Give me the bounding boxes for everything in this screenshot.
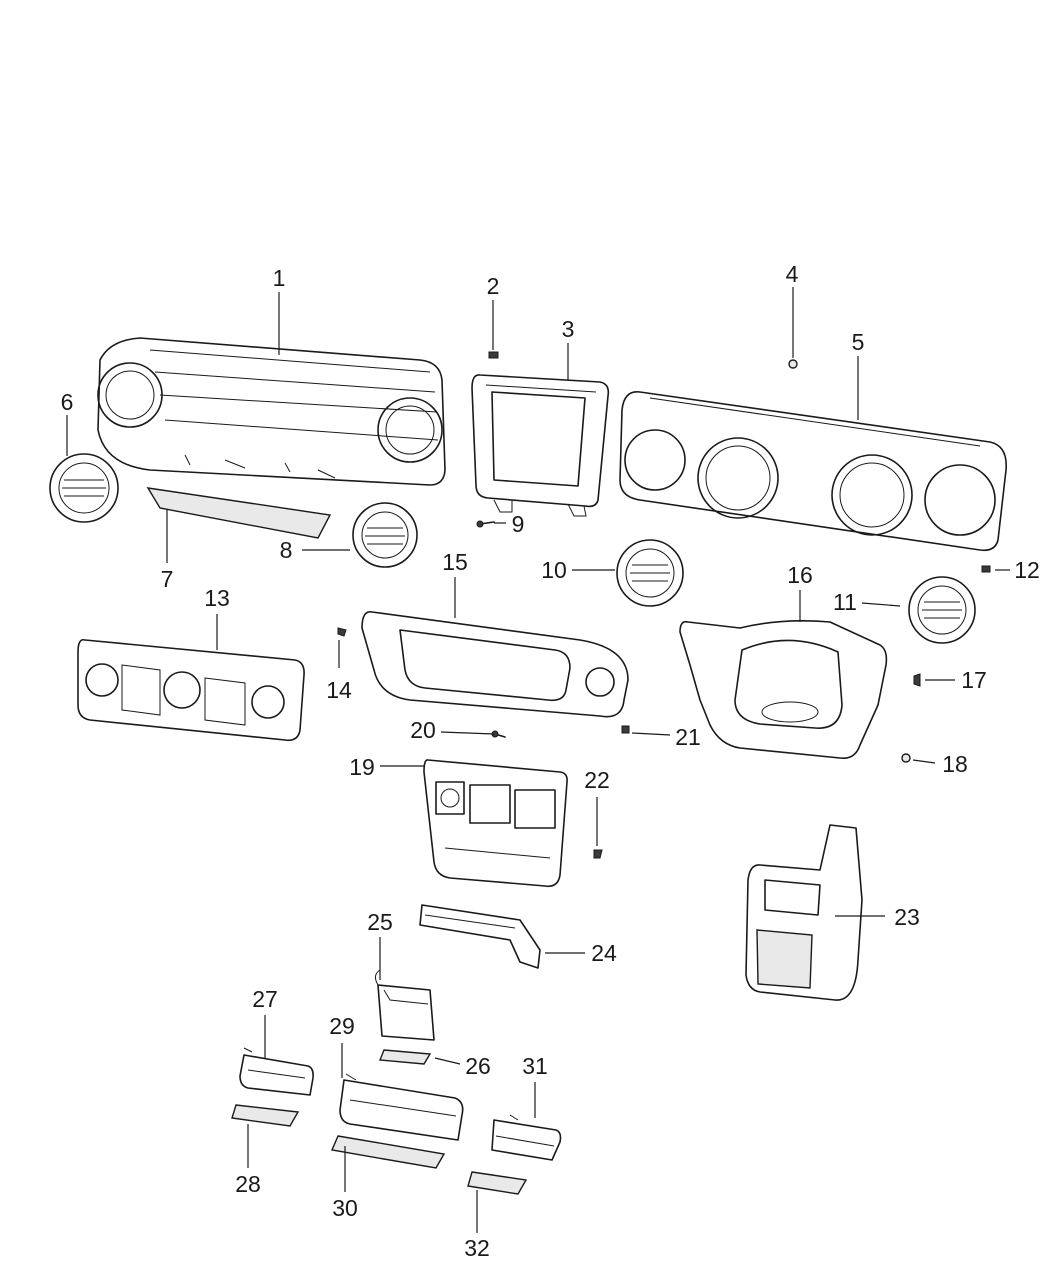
callout-24: 24 [591,940,617,966]
part-9-screw [476,520,495,528]
callout-20: 20 [410,717,436,743]
callout-15: 15 [442,549,468,575]
part-18-nut [901,753,911,763]
callout-12: 12 [1014,557,1040,583]
callout-27: 27 [252,986,278,1012]
part-2-clip [488,351,499,359]
part-23-knee-panel [745,824,863,1001]
part-22-clip [593,849,603,859]
callout-23: 23 [894,904,920,930]
part-10-air-vent [616,539,684,607]
part-5-cluster-bezel [619,391,1007,552]
part-17-clip [913,673,921,687]
part-19-center-stack [423,759,568,888]
part-16-column-shroud [679,620,888,760]
part-15-center-bezel [361,611,629,718]
callout-28: 28 [235,1171,261,1197]
part-21-clip [621,725,630,734]
part-29-tray [339,1073,464,1141]
callout-6: 6 [61,389,74,415]
callout-3: 3 [562,316,575,342]
callout-9: 9 [512,511,525,537]
callout-22: 22 [584,767,610,793]
part-26-bin-mat [379,1049,432,1065]
part-27-tray [239,1047,314,1096]
part-25-bin [374,969,435,1041]
callout-25: 25 [367,909,393,935]
part-1-left-bezel [97,337,446,486]
part-32-small-mat [467,1171,528,1195]
part-28-tray-mat [231,1104,300,1127]
part-20-screw [491,730,506,738]
callout-19: 19 [349,754,375,780]
part-7-trim-strip [146,487,332,539]
part-13-hvac-panel [77,638,305,742]
callout-5: 5 [852,329,865,355]
callout-31: 31 [522,1053,548,1079]
part-3-display-frame [471,374,610,517]
callout-11: 11 [833,589,857,615]
callout-1: 1 [273,265,286,291]
callout-17: 17 [961,667,987,693]
callout-2: 2 [487,273,500,299]
part-14-clip [337,627,347,637]
part-12-clip [981,565,991,573]
callout-7: 7 [161,566,174,592]
callout-13: 13 [204,585,230,611]
callout-8: 8 [280,537,293,563]
callout-26: 26 [465,1053,491,1079]
part-4-screw [788,359,798,369]
callout-30: 30 [332,1195,358,1221]
callout-16: 16 [787,562,813,588]
part-11-air-vent [908,576,976,644]
part-31-small-bin [491,1114,562,1161]
part-8-air-vent [352,502,418,568]
part-24-trim-cover [419,904,541,969]
callout-32: 32 [464,1235,490,1261]
part-30-tray-mat [331,1135,446,1169]
callout-18: 18 [942,751,968,777]
callout-10: 10 [541,557,567,583]
callout-14: 14 [326,677,352,703]
leader-lines [66,287,1010,1233]
callout-4: 4 [786,261,799,287]
callout-21: 21 [675,724,701,750]
callout-labels: 1 2 3 4 5 6 7 8 9 10 11 12 13 14 15 16 1… [61,261,1040,1261]
callout-29: 29 [329,1013,355,1039]
part-6-air-vent [49,453,119,523]
